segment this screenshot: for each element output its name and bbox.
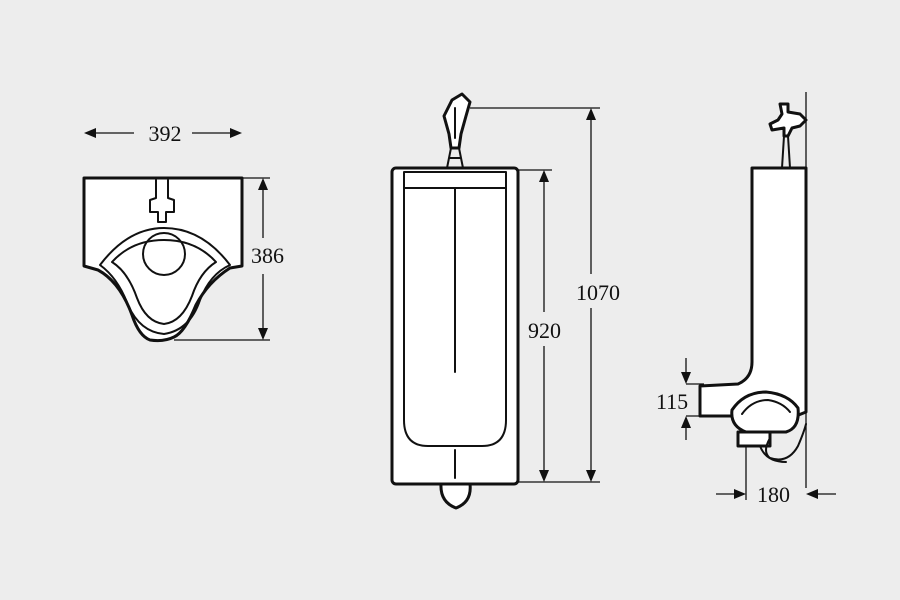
top-view-body: [82, 176, 244, 343]
dimension-392: 392: [149, 121, 182, 146]
dimension-arrow-920-top: [539, 170, 549, 182]
dimension-arrow-392-right: [230, 128, 242, 138]
dimension-920: 920: [528, 318, 561, 343]
dimension-386: 386: [251, 243, 284, 268]
side-view-outlet-pipe: [736, 430, 772, 448]
side-view-trap: [730, 390, 800, 434]
front-view-outlet: [439, 482, 472, 510]
side-view-flush-valve: [768, 102, 808, 138]
front-view-flush-valve: [442, 92, 472, 150]
dimension-arrow-180-left: [734, 489, 746, 499]
dimension-1070: 1070: [576, 280, 620, 305]
dimension-arrow-115-bottom: [681, 416, 691, 428]
front-view: 920 1070: [390, 92, 620, 510]
dimension-arrow-1070-top: [586, 108, 596, 120]
dimension-arrow-920-bottom: [539, 470, 549, 482]
dimension-arrow-1070-bottom: [586, 470, 596, 482]
dimension-arrow-386-bottom: [258, 328, 268, 340]
top-view-bowl-rim: [99, 227, 231, 335]
dimension-arrow-392-left: [84, 128, 96, 138]
dimension-arrow-180-right: [806, 489, 818, 499]
front-view-flush-pipe: [446, 147, 464, 169]
side-view-body: [698, 166, 808, 418]
top-view: 392 386: [82, 121, 284, 343]
top-view-bowl-inner: [111, 239, 217, 325]
dimension-arrow-115-top: [681, 372, 691, 384]
side-view: 115 180: [656, 92, 836, 507]
top-view-drain: [142, 232, 186, 276]
dimension-180: 180: [757, 482, 790, 507]
dimension-arrow-386-top: [258, 178, 268, 190]
front-view-bowl: [403, 171, 507, 447]
dimension-115: 115: [656, 389, 688, 414]
top-view-spreader: [149, 179, 175, 223]
